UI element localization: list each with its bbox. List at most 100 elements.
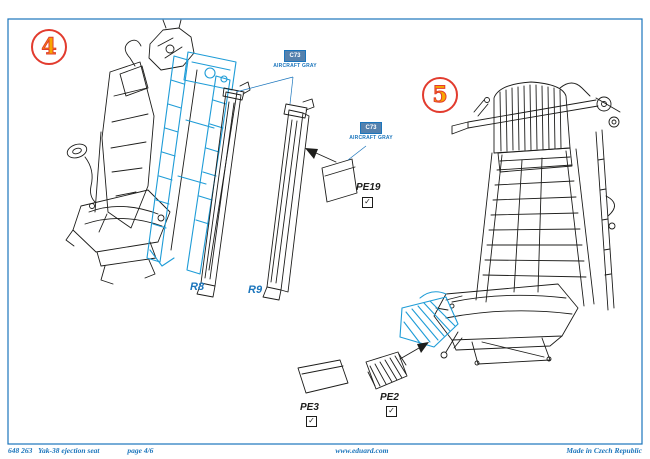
label-r9: R9 [248, 284, 263, 296]
rail-r9-outline [266, 109, 304, 291]
blue-rail-a-rungs [152, 79, 185, 229]
footer-origin: Made in Czech Republic [566, 446, 642, 455]
paint-code-2: C73 [365, 125, 377, 131]
top-mechanism-detail [157, 19, 183, 59]
blue-top-cylinder-2 [220, 75, 228, 83]
pe2-check-symbol-icon: ✓ [386, 406, 397, 417]
paint-name-2: AIRCRAFT GRAY [349, 135, 393, 141]
pan-bolt-right [157, 214, 165, 222]
left-frame [475, 152, 503, 303]
back-slats [482, 164, 587, 278]
callout-leader-lines [235, 76, 367, 161]
leader-callout1-a [235, 76, 294, 93]
blue-bracket-curve [419, 291, 447, 299]
kit-name: Yak-38 ejection seat [38, 446, 100, 455]
rail-r8-foot [196, 282, 216, 298]
paint-code-1: C73 [289, 53, 301, 59]
top-right-bracket [559, 82, 621, 113]
top-mechanism-bolt [165, 44, 175, 54]
headrest-hatching [499, 84, 562, 152]
pulley-small [608, 116, 620, 128]
ejection-handle-ring-inner [72, 147, 82, 155]
blue-rail-b [186, 75, 231, 275]
pe3-part [297, 359, 349, 394]
blue-top-cylinder-1 [204, 67, 216, 79]
check-glyph: ✓ [388, 406, 395, 415]
check-glyph: ✓ [308, 416, 315, 425]
rail-parts-drawing [196, 81, 315, 301]
step-4-marker: 4 [31, 29, 67, 65]
pan-bolt-left [89, 203, 95, 209]
under-seat-mech [445, 331, 463, 353]
leader-callout1-b [289, 76, 294, 105]
headrest-outline [493, 81, 571, 154]
paint-chip-2: C73 [360, 122, 382, 134]
rail-r9-foot [262, 286, 282, 301]
center-straps [513, 157, 543, 293]
pe2-part [365, 351, 408, 390]
pan-front-lip [451, 335, 563, 351]
top-left-struts [473, 99, 489, 117]
label-r8: R8 [190, 281, 205, 293]
pan-left-bracket [65, 229, 75, 247]
handle-stem [84, 156, 96, 203]
rail-r9-flange [280, 112, 310, 293]
right-rail-rungs [597, 158, 612, 276]
blue-top-bracket [183, 51, 237, 91]
footer-kit-info: 648 263 Yak-38 ejection seat page 4/6 [8, 446, 157, 455]
step5-seat-drawing [433, 81, 621, 366]
kit-number: 648 263 [8, 446, 33, 455]
blue-bracket-outline [399, 296, 459, 348]
seat-cushion-lines-5 [445, 294, 573, 319]
page-border [7, 18, 643, 445]
seat-back-outline [101, 61, 155, 229]
seat-cushion-lines [84, 206, 163, 227]
right-rail [595, 129, 615, 311]
paint-callout-1: C73 AIRCRAFT GRAY [272, 50, 318, 69]
right-frame [565, 148, 595, 307]
arrow-pe19-shaft [315, 152, 337, 163]
rail-r9-inner [270, 119, 298, 284]
right-handle-bolt [608, 222, 616, 230]
leg-foot-right [546, 356, 552, 362]
rail-r8-top-bracket [222, 81, 251, 101]
paint-callout-2: C73 AIRCRAFT GRAY [348, 122, 394, 141]
ejection-handle-ring [66, 143, 88, 159]
label-pe19: PE19 [356, 182, 381, 193]
blue-rail-b-rungs [195, 99, 227, 225]
step-5-number: 5 [432, 82, 448, 108]
headrest-pad [497, 147, 573, 173]
pe19-check-symbol-icon: ✓ [362, 197, 373, 208]
arrow-pe2-head [417, 342, 429, 353]
head-pad [119, 65, 149, 97]
pe2-part-hatching [367, 353, 407, 387]
page-info: page 4/6 [127, 446, 154, 455]
seat-feet [100, 259, 156, 285]
blue-rail-a [146, 55, 189, 263]
footer-website: www.eduard.com [335, 446, 389, 455]
arrow-pe19-head [305, 148, 318, 159]
top-left-bolt [484, 97, 490, 103]
blue-braces [149, 119, 215, 267]
leg-foot-left [474, 360, 480, 366]
label-pe2: PE2 [380, 392, 399, 403]
check-glyph: ✓ [364, 197, 371, 206]
paint-name-1: AIRCRAFT GRAY [273, 63, 317, 69]
pe-parts-drawing [297, 158, 408, 394]
rail-r8-outline [200, 91, 242, 287]
label-pe3: PE3 [300, 402, 319, 413]
legs [471, 337, 551, 365]
pulley-large [596, 96, 612, 112]
pulley-small-hub [611, 119, 617, 125]
pe3-check-symbol-icon: ✓ [306, 416, 317, 427]
footer: 648 263 Yak-38 ejection seat page 4/6 ww… [8, 446, 642, 455]
pan-front-detail [96, 241, 157, 267]
leader-callout2 [347, 145, 367, 161]
step4-rail-highlight [146, 51, 237, 275]
step5-bracket-highlight [399, 291, 459, 348]
pe19-part [321, 158, 358, 203]
rail-r8-inner [204, 101, 235, 280]
top-beam [451, 99, 599, 135]
